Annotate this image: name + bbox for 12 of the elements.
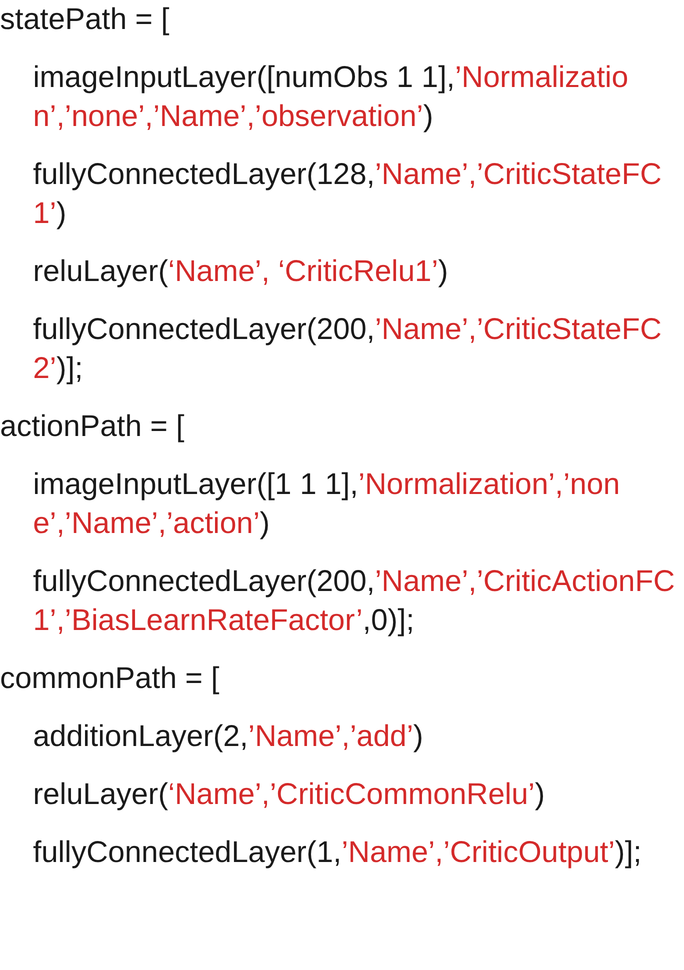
code-line: reluLayer(‘Name’, ‘CriticRelu1’) <box>33 254 450 290</box>
code-line: actionPath = [ <box>0 409 186 445</box>
code-line: fullyConnectedLayer(128,’Name’,’CriticStateFC1’) <box>33 157 663 232</box>
code-line: imageInputLayer([numObs 1 1],’Normalization’,’none’,’Name’,’observation’) <box>33 60 630 135</box>
code-line: fullyConnectedLayer(200,’Name’,’CriticActionFC1’,’BiasLearnRateFactor’,0)]; <box>33 564 676 639</box>
code-line: fullyConnectedLayer(1,’Name’,’CriticOutput’)]; <box>33 835 643 871</box>
code-line: commonPath = [ <box>0 661 220 697</box>
code-line: statePath = [ <box>0 2 170 38</box>
code-line: imageInputLayer([1 1 1],’Normalization’,’none’,’Name’,’action’) <box>33 467 621 542</box>
code-line: additionLayer(2,’Name’,’add’) <box>33 719 424 755</box>
code-line: fullyConnectedLayer(200,’Name’,’CriticStateFC2’)]; <box>33 312 663 387</box>
code-line: reluLayer(‘Name’,’CriticCommonRelu’) <box>33 777 546 813</box>
